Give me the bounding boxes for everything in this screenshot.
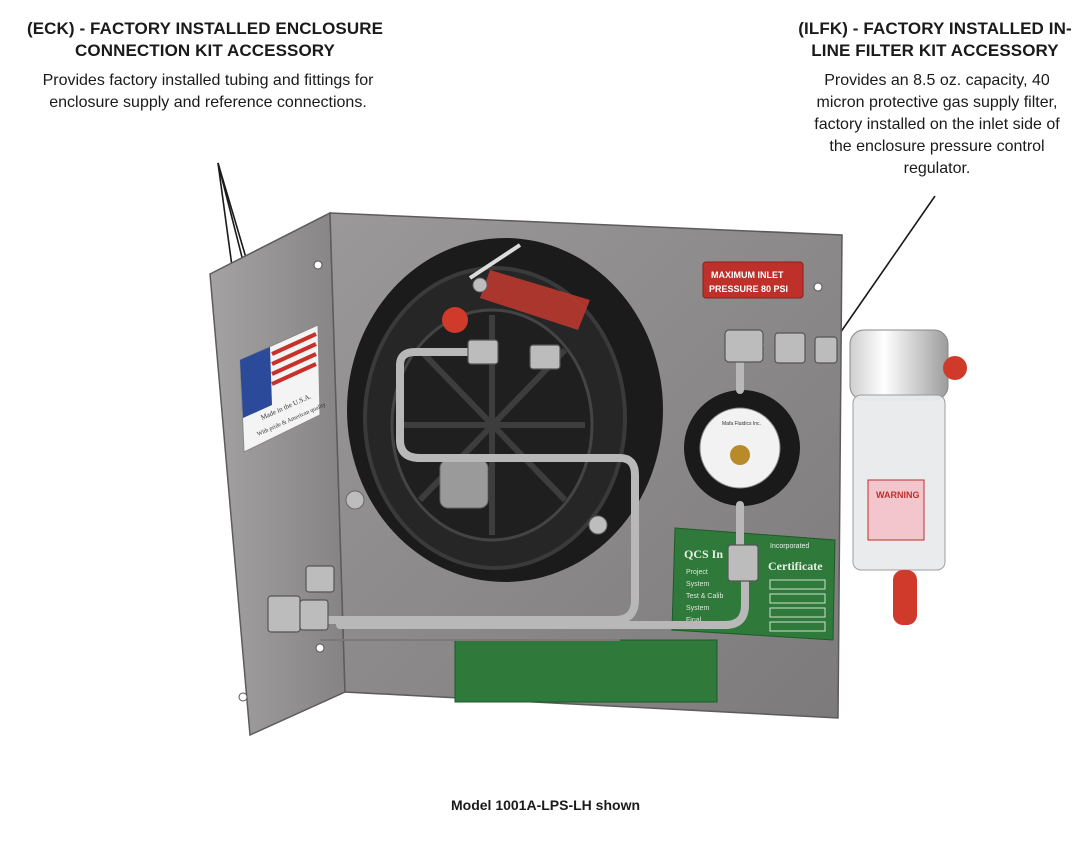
- pressure-regulator: [345, 238, 663, 582]
- filter-warning-text: WARNING: [876, 490, 920, 500]
- supply-gauge: Mafa Fluidics Inc.: [684, 390, 800, 506]
- eck-description: Provides factory installed tubing and fi…: [42, 72, 374, 111]
- eck-title-line2: CONNECTION KIT ACCESSORY: [75, 41, 335, 60]
- max-inlet-line1: MAXIMUM INLET: [711, 270, 784, 280]
- certificate-row: Project: [686, 569, 708, 576]
- eck-title-line1: (ECK) - FACTORY INSTALLED ENCLOSURE: [26, 19, 384, 38]
- eck-title: (ECK) - FACTORY INSTALLED ENCLOSURE CONN…: [10, 18, 400, 62]
- fittings: [267, 329, 838, 633]
- certificate-row: Test & Calib: [686, 593, 723, 600]
- eck-callout: (ECK) - FACTORY INSTALLED ENCLOSURE CONN…: [10, 18, 400, 114]
- max-inlet-pressure-plate: MAXIMUM INLET PRESSURE 80 PSI: [702, 261, 804, 299]
- certificate-row: System: [686, 605, 710, 612]
- max-inlet-line2: PRESSURE 80 PSI: [709, 284, 788, 294]
- ilfk-leader-line: [837, 195, 936, 337]
- photo-caption: Model 1001A-LPS-LH shown: [450, 797, 641, 813]
- certificate-incorporated: Incorporated: [770, 543, 809, 550]
- certificate-rows: Project System Test & Calib System Final: [686, 569, 723, 624]
- ilfk-title-line2: LINE FILTER KIT ACCESSORY: [811, 41, 1059, 60]
- ilfk-title: (ILFK) - FACTORY INSTALLED IN- LINE FILT…: [785, 18, 1085, 62]
- certificate-row: Final: [686, 617, 702, 624]
- product-photo: Made in the U.S.A. With pride & American…: [209, 162, 967, 737]
- bracket-side-wing: [209, 211, 346, 737]
- certificate-title-2: Certificate: [768, 559, 823, 573]
- certificate-plate: QCS In Certificate Incorporated Project …: [671, 527, 836, 641]
- certificate-title: QCS In: [684, 547, 723, 561]
- inline-filter: WARNING: [849, 329, 967, 625]
- blank-nameplate: [454, 639, 718, 703]
- ilfk-title-line1: (ILFK) - FACTORY INSTALLED IN-: [798, 19, 1072, 38]
- ilfk-description: Provides an 8.5 oz. capacity, 40 micron …: [814, 72, 1060, 177]
- gauge-brand: Mafa Fluidics Inc.: [722, 421, 761, 427]
- certificate-row: System: [686, 581, 710, 588]
- ilfk-callout: (ILFK) - FACTORY INSTALLED IN- LINE FILT…: [785, 18, 1085, 180]
